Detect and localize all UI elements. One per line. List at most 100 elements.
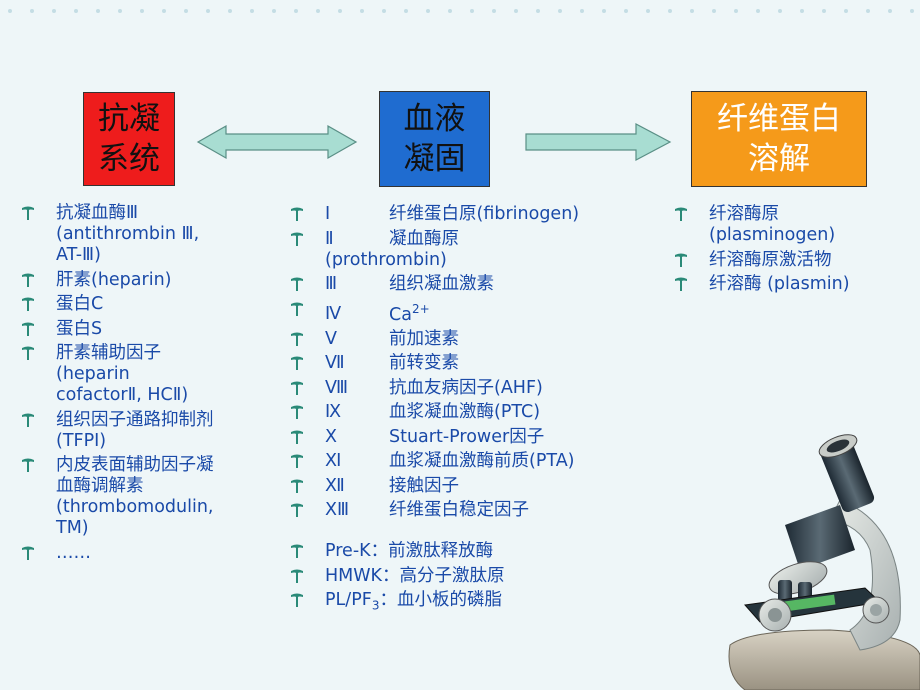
right-arrow-icon (525, 123, 672, 161)
factor-name: Ca (389, 304, 412, 325)
list-item-text: AT-Ⅲ) (56, 245, 101, 265)
t-bullet-icon (675, 253, 687, 267)
t-bullet-icon (22, 206, 34, 220)
border-dot (734, 9, 738, 13)
factor-name: 血浆凝血激酶(PTC) (389, 402, 541, 423)
list-item-text: (thrombomodulin, (56, 497, 214, 517)
border-dot (536, 9, 540, 13)
double-arrow-icon (196, 124, 358, 160)
border-dot (52, 9, 56, 13)
border-dot (448, 9, 452, 13)
box-label-line: 血液 (403, 101, 466, 137)
factor-numeral: Ⅰ (325, 204, 331, 224)
border-dot (558, 9, 562, 13)
top-dot-border (0, 0, 920, 24)
factor-name: 前加速素 (389, 328, 459, 349)
border-dot (866, 9, 870, 13)
border-dot (96, 9, 100, 13)
extra-factor-text: HMWK：高分子激肽原 (325, 565, 505, 586)
factor-numeral: Ⅱ (325, 228, 334, 249)
list-item: Ⅻ 接触因子 (290, 476, 650, 497)
t-bullet-icon (22, 322, 34, 336)
factor-numeral: Ⅹ (325, 426, 337, 447)
t-bullet-icon (22, 273, 34, 287)
border-dot (316, 9, 320, 13)
border-dot (492, 9, 496, 13)
t-bullet-icon (291, 232, 303, 246)
border-dot (360, 9, 364, 13)
factor-name: 前转变素 (389, 353, 459, 374)
extra-factor-subscript: 3 (371, 598, 380, 613)
list-item-text: …… (56, 542, 91, 563)
box-label-line: 系统 (98, 141, 160, 177)
list-item: PL/PF3：血小板的磷脂 (290, 590, 650, 617)
list-item-text: (heparin (56, 364, 130, 384)
list-item: HMWK：高分子激肽原 (290, 566, 650, 587)
border-dot (272, 9, 276, 13)
t-bullet-icon (291, 454, 303, 469)
factor-name: 组织凝血激素 (389, 274, 494, 294)
t-bullet-icon (22, 546, 34, 560)
list-item-text: (antithrombin Ⅲ, (56, 224, 200, 244)
list-item: 内皮表面辅助因子凝血酶调解素(thrombomodulin,TM) (21, 455, 261, 539)
list-item-text: (plasminogen) (709, 225, 836, 245)
factor-name: 抗血友病因子(AHF) (389, 377, 543, 398)
t-bullet-icon (675, 207, 687, 221)
border-dot (404, 9, 408, 13)
t-bullet-icon (291, 405, 303, 420)
border-dot (206, 9, 210, 13)
border-dot (800, 9, 804, 13)
t-bullet-icon (291, 356, 303, 371)
factor-numeral: Ⅻ (325, 475, 345, 496)
t-bullet-icon (291, 479, 303, 493)
factor-name: 血浆凝血激酶前质(PTA) (389, 451, 575, 472)
list-item-text: 肝素辅助因子 (56, 343, 161, 363)
t-bullet-icon (675, 277, 687, 291)
border-dot (470, 9, 474, 13)
border-dot (888, 9, 892, 13)
border-dot (74, 9, 78, 13)
box-label-line: 纤维蛋白 (717, 101, 841, 137)
border-dot (602, 9, 606, 13)
border-dot (8, 9, 12, 13)
border-dot (382, 9, 386, 13)
list-item: 抗凝血酶Ⅲ(antithrombin Ⅲ,AT-Ⅲ) (21, 203, 261, 266)
border-dot (514, 9, 518, 13)
border-dot (30, 9, 34, 13)
border-dot (118, 9, 122, 13)
border-dot (668, 9, 672, 13)
factor-numeral: Ⅲ (325, 274, 338, 294)
list-item: 蛋白S (21, 319, 261, 340)
list-item-text: cofactorⅡ, HCⅡ) (56, 385, 189, 405)
border-dot (580, 9, 584, 13)
factor-name: 凝血酶原 (389, 228, 459, 249)
factor-numeral: Ⅳ (325, 304, 342, 325)
factor-name: 纤维蛋白稳定因子 (389, 500, 529, 521)
t-bullet-icon (291, 569, 303, 583)
t-bullet-icon (22, 458, 34, 472)
t-bullet-icon (291, 302, 303, 316)
list-item-text: 内皮表面辅助因子凝 (56, 455, 214, 475)
factor-numeral: ⅩⅢ (325, 500, 350, 521)
coagulation-box: 血液 凝固 (379, 91, 490, 187)
t-bullet-icon (291, 544, 303, 558)
factor-superscript: 2+ (411, 301, 430, 316)
border-dot (756, 9, 760, 13)
t-bullet-icon (291, 277, 303, 291)
border-dot (822, 9, 826, 13)
factor-name: 接触因子 (389, 475, 459, 496)
t-bullet-icon (22, 413, 34, 427)
border-dot (624, 9, 628, 13)
list-item: Ⅲ 组织凝血激素 (290, 274, 650, 295)
list-item: …… (21, 543, 261, 564)
border-dot (162, 9, 166, 13)
border-dot (712, 9, 716, 13)
list-item: 组织因子通路抑制剂(TFPI) (21, 410, 261, 452)
t-bullet-icon (22, 346, 34, 360)
